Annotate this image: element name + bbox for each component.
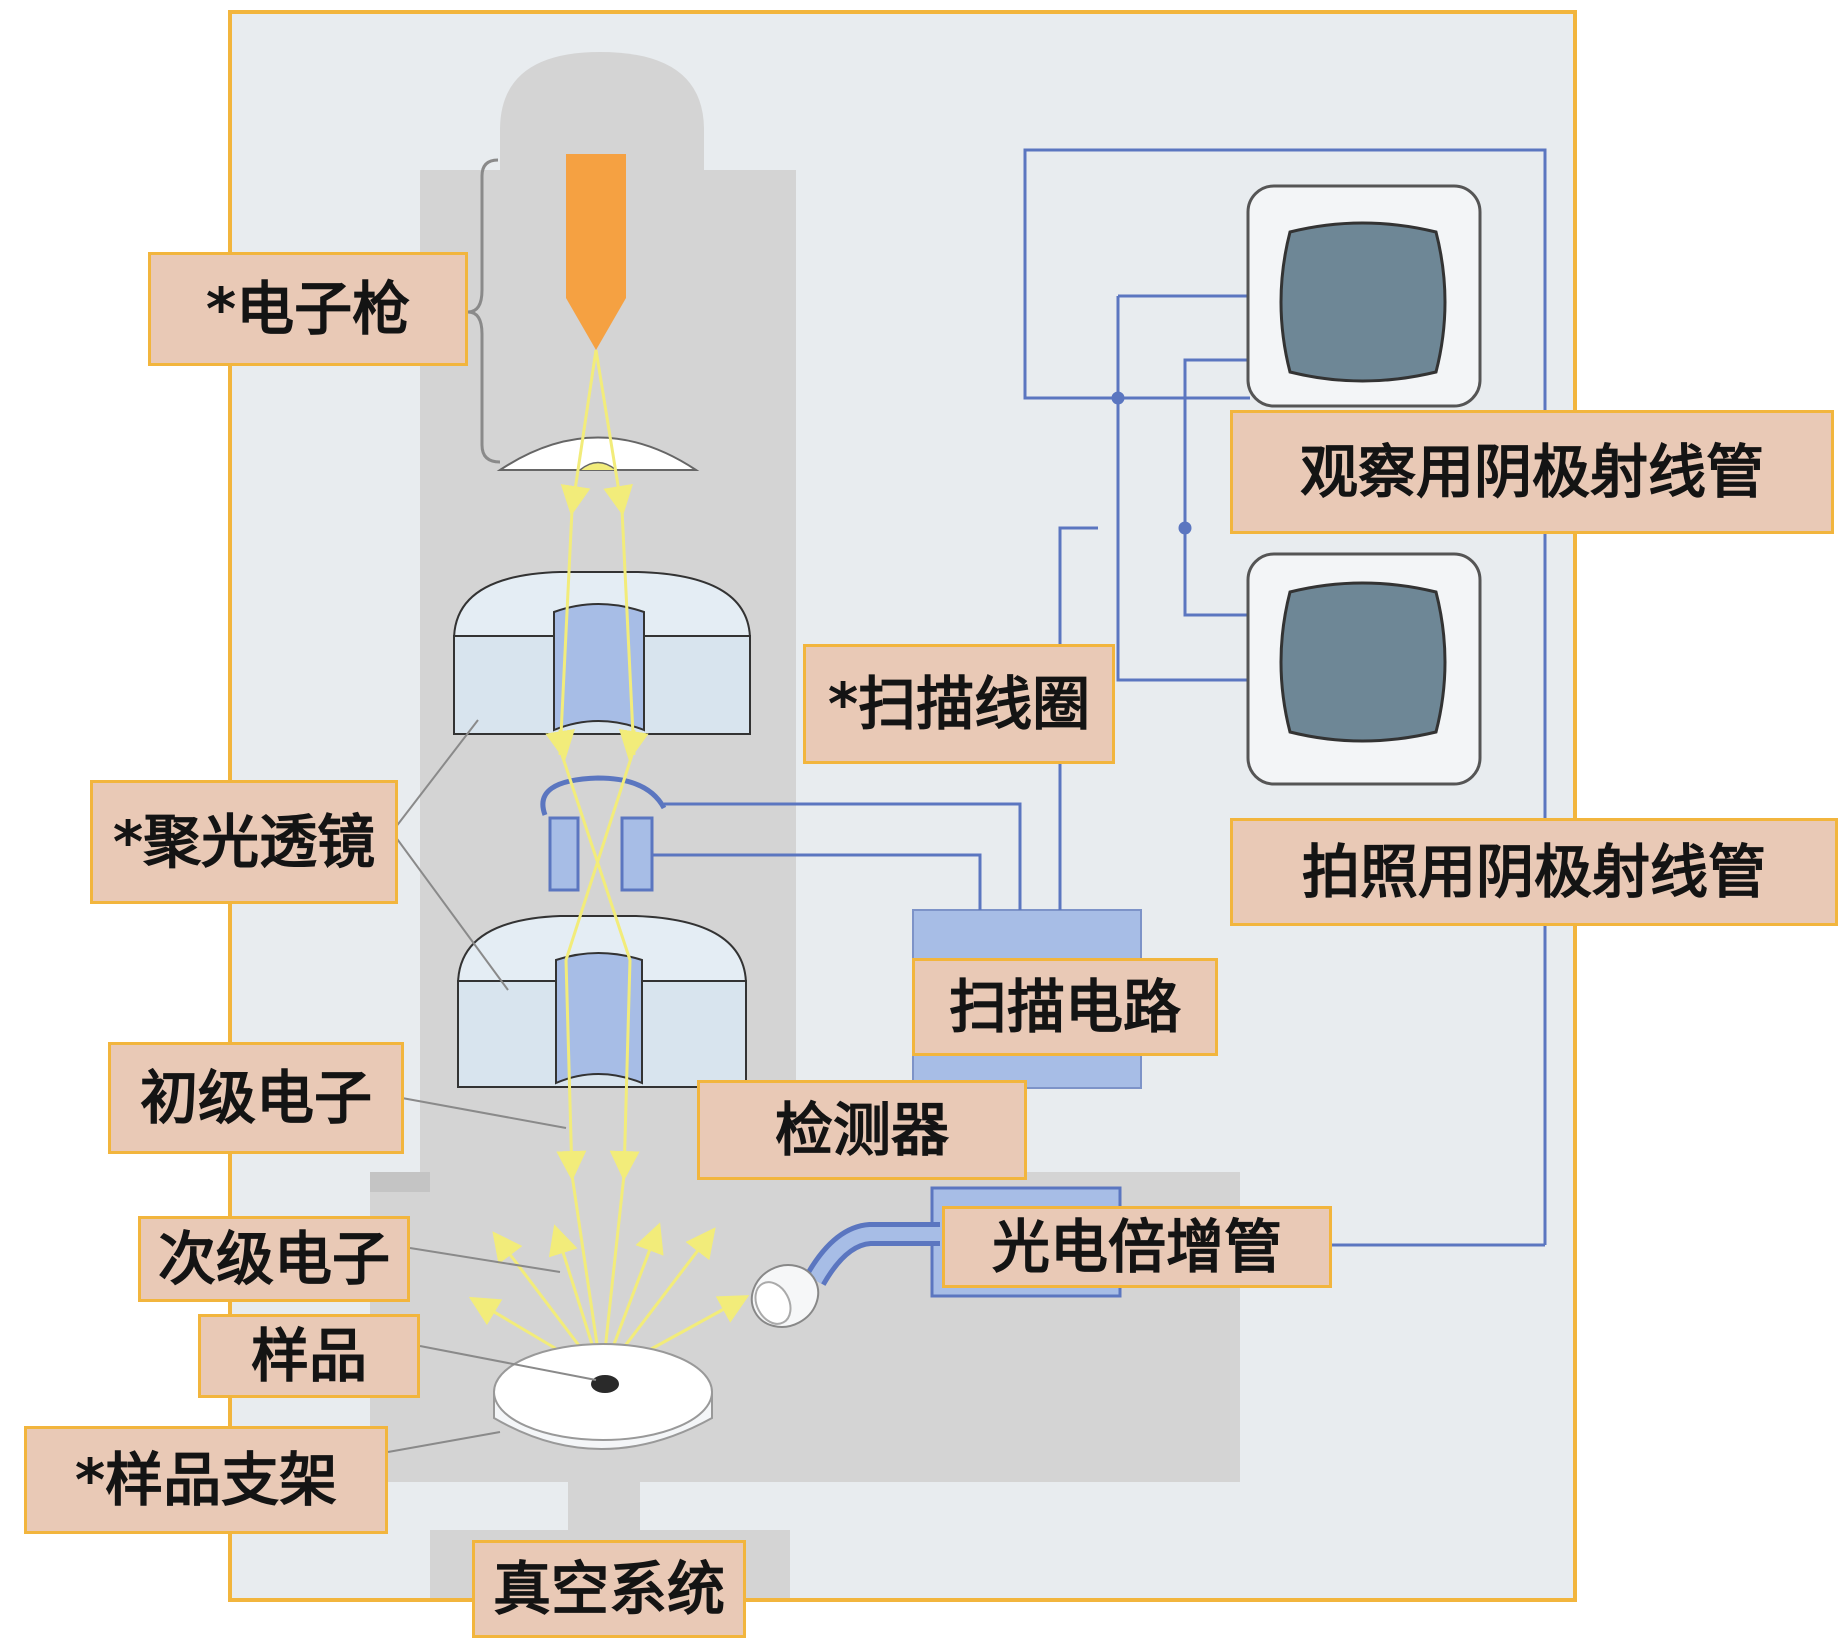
condenser-lens-lower xyxy=(456,915,748,1088)
photo-crt-monitor xyxy=(1246,552,1482,786)
condenser-lens-upper xyxy=(452,571,752,735)
electron-gun xyxy=(467,154,700,471)
label-primary-electrons: 初级电子 xyxy=(108,1042,404,1154)
deflector-left xyxy=(548,816,580,892)
label-scan-circuit: 扫描电路 xyxy=(912,958,1218,1056)
electron-gun-tip xyxy=(566,154,626,350)
label-sample-holder: *样品支架 xyxy=(24,1426,388,1534)
observation-crt-screen xyxy=(1279,221,1447,383)
gun-bracket xyxy=(467,158,501,464)
label-sample: 样品 xyxy=(198,1314,420,1398)
label-secondary-electrons: 次级电子 xyxy=(138,1216,410,1302)
label-detector: 检测器 xyxy=(697,1080,1027,1180)
sample-holder xyxy=(493,1343,713,1450)
label-photomultiplier: 光电倍增管 xyxy=(942,1206,1332,1288)
photo-crt-screen xyxy=(1279,581,1447,743)
label-condenser-lens: *聚光透镜 xyxy=(90,780,398,904)
label-photo-crt: 拍照用阴极射线管 xyxy=(1230,818,1838,926)
label-vacuum-system: 真空系统 xyxy=(472,1540,746,1638)
sample-spot xyxy=(591,1375,619,1393)
deflector-right xyxy=(620,816,654,892)
scan-coil xyxy=(540,775,667,892)
label-electron-gun: *电子枪 xyxy=(148,252,468,366)
leader-lines xyxy=(387,719,597,1453)
label-observation-crt: 观察用阴极射线管 xyxy=(1230,410,1834,534)
observation-crt-monitor xyxy=(1246,184,1482,408)
anode-plate xyxy=(496,436,700,471)
label-scan-coil: *扫描线圈 xyxy=(803,644,1115,764)
primary-electron-beam xyxy=(545,349,649,1379)
scan-coil-loop xyxy=(540,775,667,816)
